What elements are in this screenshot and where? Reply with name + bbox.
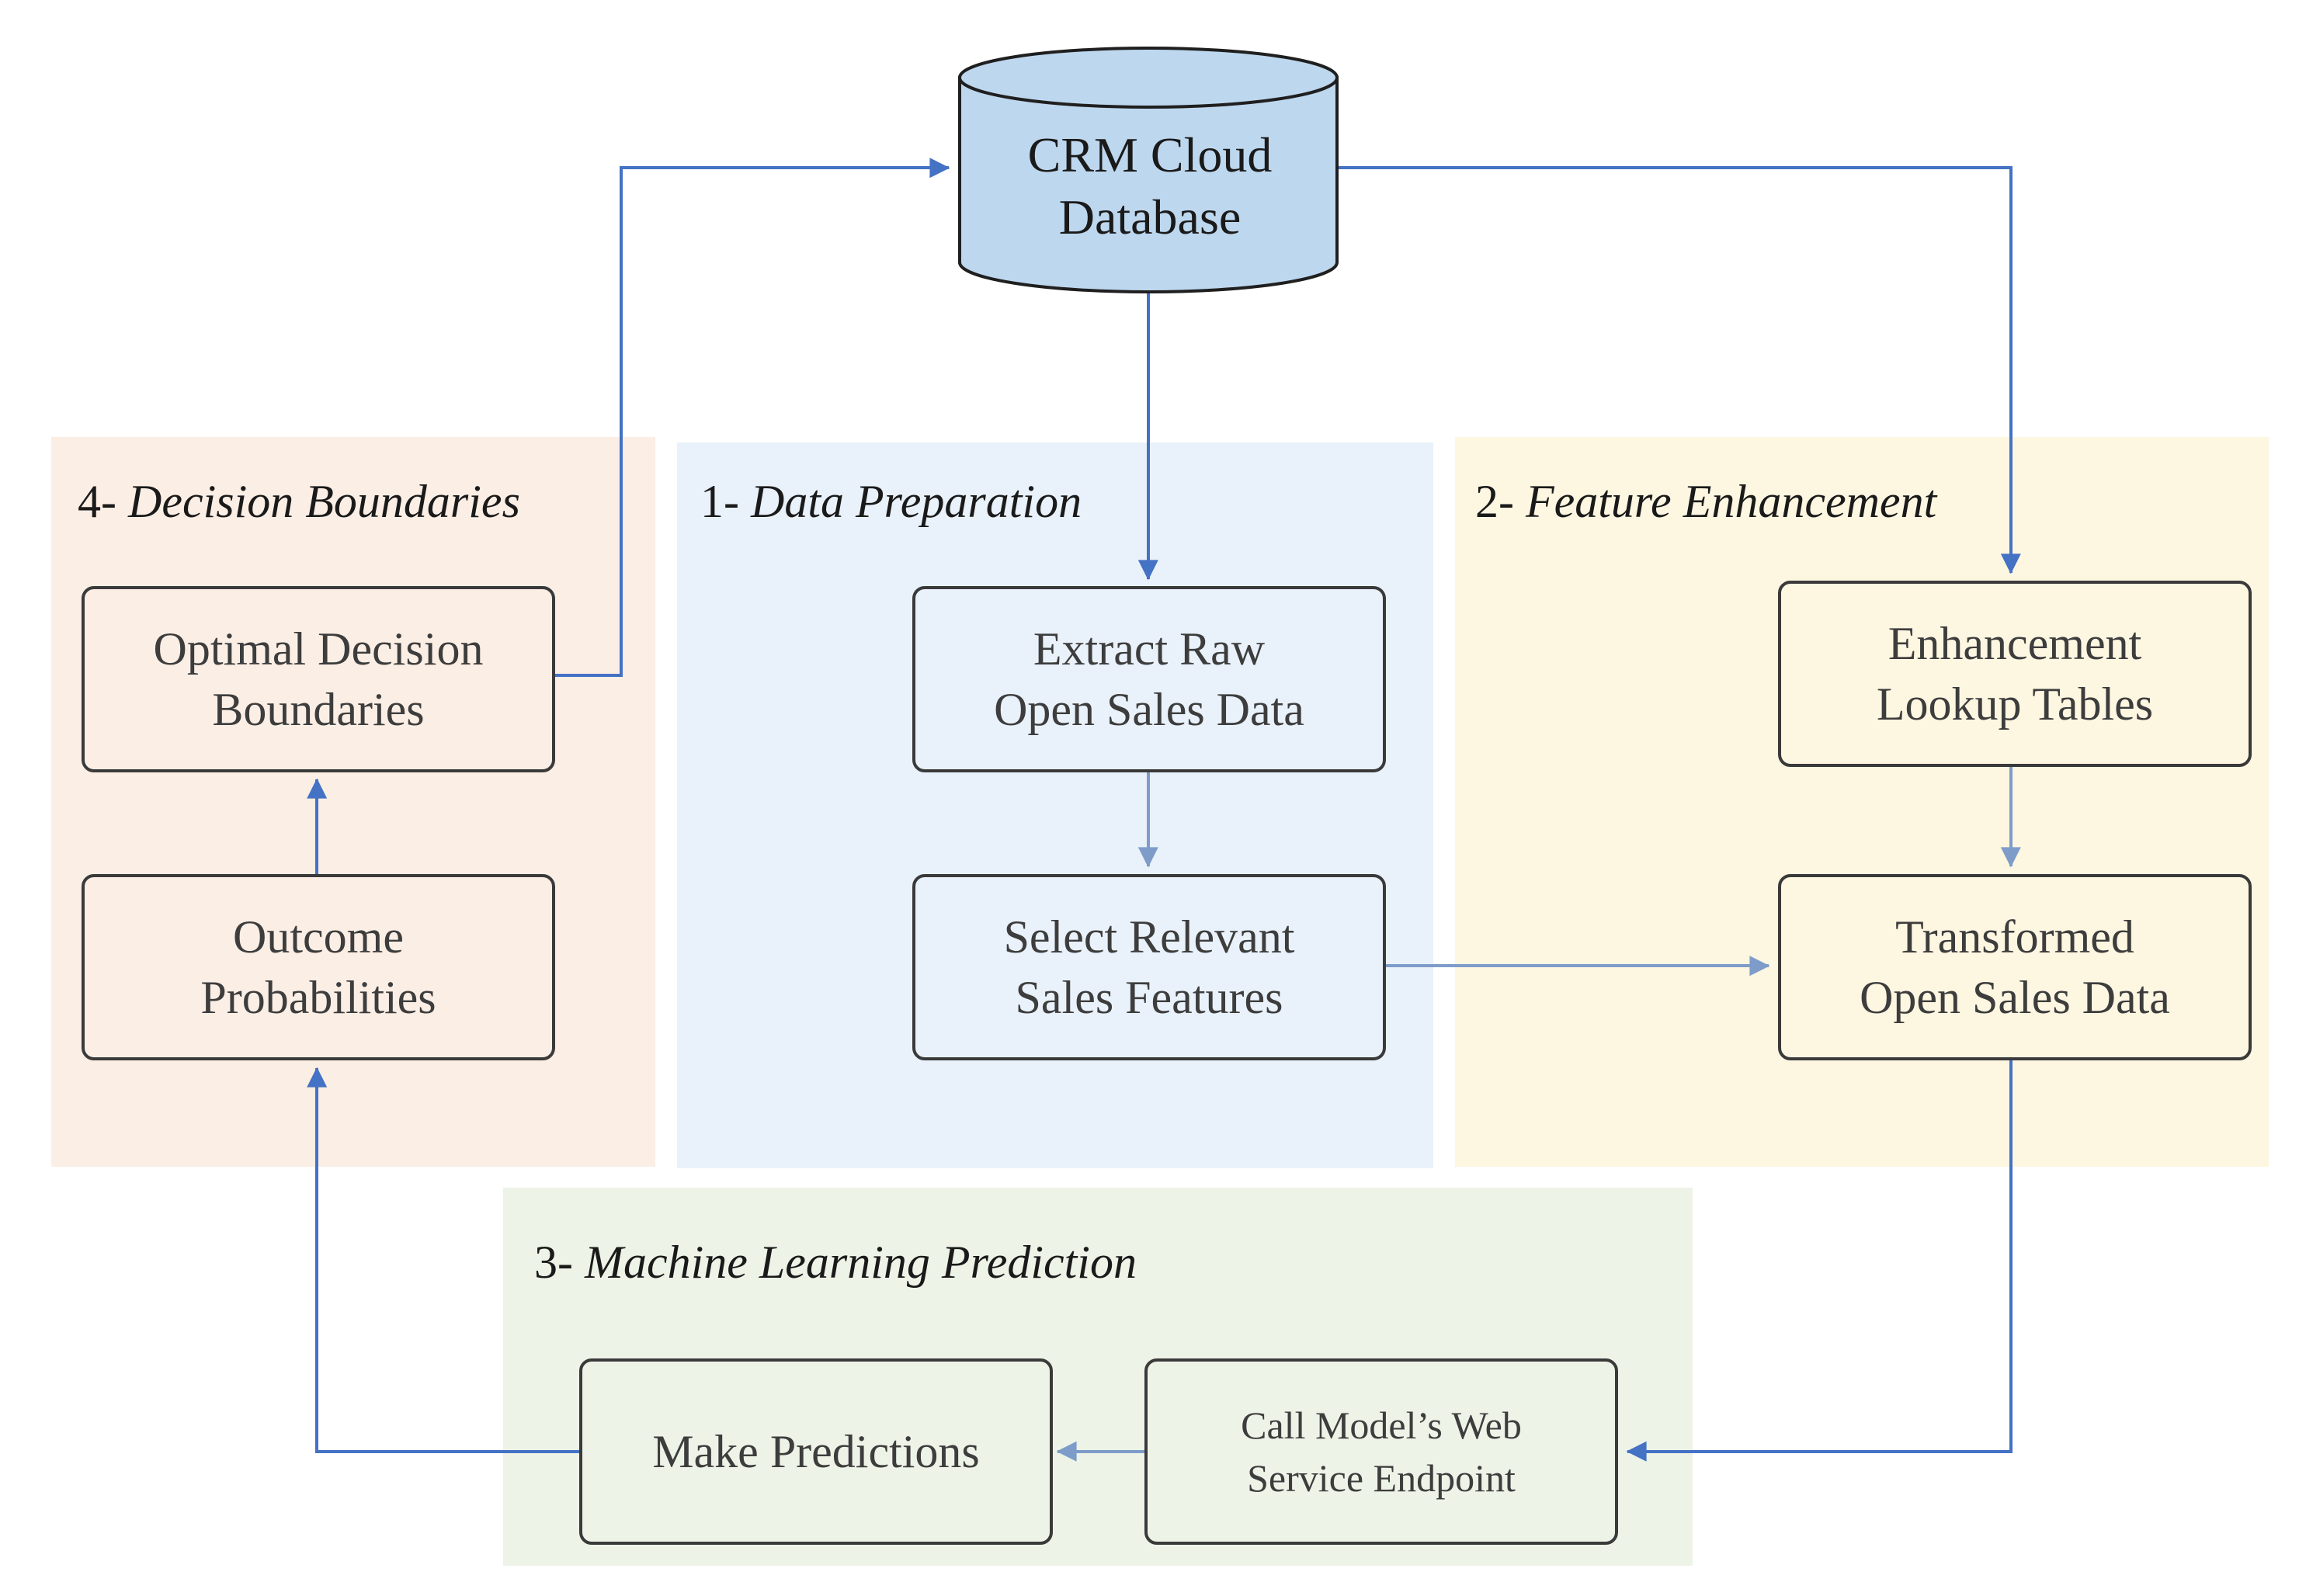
panel-name: Data Preparation: [750, 476, 1082, 527]
arrow-transformed-to-endpoint: [1626, 1059, 2013, 1462]
node-extract-raw-open-sales-data[interactable]: Extract Raw Open Sales Data: [912, 586, 1386, 772]
node-label-line2: Service Endpoint: [1247, 1456, 1516, 1500]
panel-data-preparation: [677, 442, 1433, 1168]
node-label-line1: Extract Raw: [1033, 623, 1266, 675]
panel-name: Decision Boundaries: [127, 476, 520, 527]
node-make-predictions[interactable]: Make Predictions: [579, 1358, 1053, 1545]
node-outcome-probabilities[interactable]: Outcome Probabilities: [82, 874, 555, 1060]
panel-machine-learning-prediction: [503, 1188, 1693, 1566]
panel-title-data-preparation: 1- Data Preparation: [700, 478, 1082, 525]
node-label-line2: Open Sales Data: [1860, 972, 2170, 1023]
panel-number: 3-: [534, 1237, 585, 1288]
node-label-line2: Sales Features: [1015, 972, 1283, 1023]
panel-number: 4-: [78, 476, 128, 527]
arrow-database-to-lookup-tables: [1339, 166, 2021, 574]
panel-title-feature-enhancement: 2- Feature Enhancement: [1475, 478, 1936, 525]
node-label-line2: Open Sales Data: [994, 684, 1304, 735]
node-label-line1: Optimal Decision: [153, 623, 484, 675]
node-label-line1: Enhancement: [1888, 618, 2142, 669]
node-label-line2: Lookup Tables: [1876, 678, 2154, 730]
node-optimal-decision-boundaries[interactable]: Optimal Decision Boundaries: [82, 586, 555, 772]
panel-name: Feature Enhancement: [1525, 476, 1937, 527]
node-transformed-open-sales-data[interactable]: Transformed Open Sales Data: [1778, 874, 2252, 1060]
database-label: CRM Cloud Database: [960, 124, 1340, 248]
arrow-boundaries-to-database: [554, 158, 950, 677]
panel-title-decision-boundaries: 4- Decision Boundaries: [78, 478, 520, 525]
panel-number: 1-: [700, 476, 751, 527]
node-label-line1: Select Relevant: [1003, 911, 1295, 963]
node-label-line1: Outcome: [233, 911, 404, 963]
panel-feature-enhancement: [1455, 437, 2269, 1167]
node-label-line2: Probabilities: [200, 972, 436, 1023]
database-cylinder-icon: [958, 47, 1339, 293]
node-select-relevant-sales-features[interactable]: Select Relevant Sales Features: [912, 874, 1386, 1060]
panel-number: 2-: [1475, 476, 1526, 527]
database-label-line1: CRM Cloud: [1027, 127, 1273, 182]
node-label-line1: Transformed: [1895, 911, 2134, 963]
node-call-model-web-service-endpoint[interactable]: Call Model’s Web Service Endpoint: [1144, 1358, 1618, 1545]
node-label-line1: Call Model’s Web: [1241, 1403, 1522, 1447]
node-label-line2: Boundaries: [212, 684, 425, 735]
database-label-line2: Database: [1058, 189, 1242, 245]
arrow-predictions-to-outcome: [307, 1067, 579, 1453]
node-enhancement-lookup-tables[interactable]: Enhancement Lookup Tables: [1778, 581, 2252, 767]
node-label-line1: Make Predictions: [652, 1426, 980, 1477]
panel-title-machine-learning-prediction: 3- Machine Learning Prediction: [534, 1239, 1137, 1285]
panel-name: Machine Learning Prediction: [584, 1237, 1137, 1288]
